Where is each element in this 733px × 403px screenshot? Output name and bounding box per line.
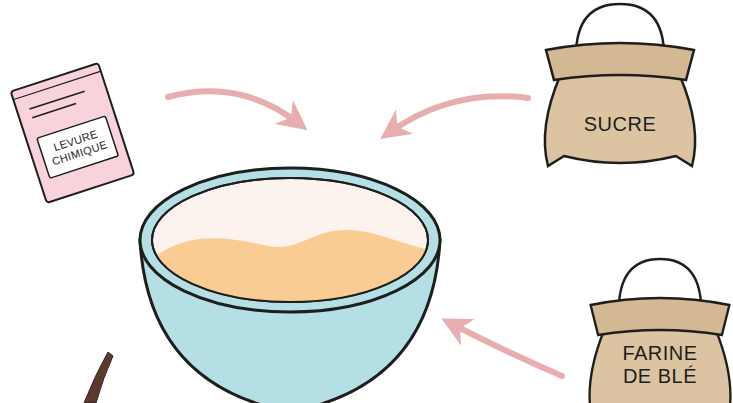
sack-body [545,72,695,166]
sack-outline [540,0,700,170]
ingredient-sack: FARINE DE BLÉ [585,255,733,403]
ingredient-packet: LEVURE CHIMIQUE [9,61,136,204]
packet-line [30,91,85,109]
packet-body [11,63,135,203]
ingredient-name: SUCRE [560,106,680,142]
spoon-handle [84,352,113,403]
bowl-inside-outline [152,178,428,302]
packet-label [37,116,118,178]
ingredient-sack: SUCRE [540,0,700,170]
ingredient-name: FARINE DE BLÉ [615,337,705,393]
sack-rim [546,43,694,80]
sack-body [590,327,731,403]
pour-arrow [390,96,528,132]
packet-seal [14,71,101,99]
sack-rim [591,298,730,335]
packet-line [32,103,76,117]
batter [148,230,440,320]
pour-arrow [452,324,562,376]
pour-arrow [168,91,298,123]
